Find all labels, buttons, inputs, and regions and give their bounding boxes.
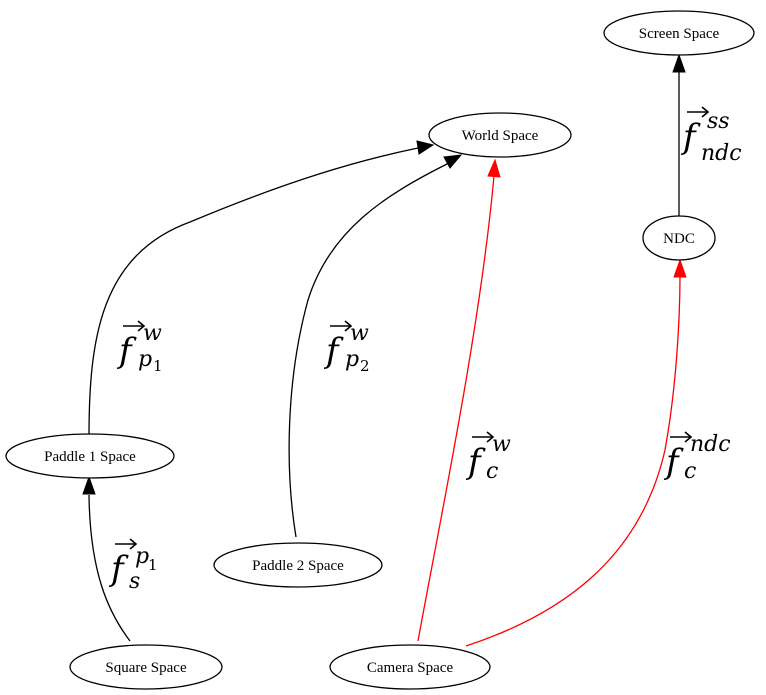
node-square-space-label: Square Space xyxy=(105,660,187,676)
label-base: f xyxy=(323,331,344,371)
label-sup-sub: 1 xyxy=(148,556,158,574)
label-sub: p xyxy=(345,347,359,372)
label-sub: s xyxy=(129,569,140,594)
node-square-space: Square Space xyxy=(69,644,223,690)
edge-paddle1-to-world xyxy=(88,147,419,438)
edge-label-paddle2-to-world: f w p 2 xyxy=(323,320,370,375)
label-base: f xyxy=(108,549,129,589)
node-world-space-label: World Space xyxy=(462,128,539,144)
label-sub-sub: 1 xyxy=(153,357,163,375)
edge-ndc-to-screen-arrowhead xyxy=(672,53,686,73)
label-sup: ss xyxy=(707,109,730,134)
label-sub: p xyxy=(138,347,152,372)
edge-camera-to-ndc-arrowhead xyxy=(673,258,687,278)
node-camera-space: Camera Space xyxy=(329,644,491,690)
edge-label-ndc-to-screen: f ss ndc xyxy=(680,106,742,166)
edge-label-paddle1-to-world: f w p 1 xyxy=(116,320,163,375)
node-paddle2-space-label: Paddle 2 Space xyxy=(252,558,344,574)
label-sub: c xyxy=(684,459,696,484)
label-sub-sub: 2 xyxy=(360,357,370,375)
label-sub: c xyxy=(486,459,498,484)
label-base: f xyxy=(116,331,137,371)
node-world-space: World Space xyxy=(428,112,572,158)
node-paddle2-space: Paddle 2 Space xyxy=(213,542,383,588)
label-sup: w xyxy=(350,321,369,346)
label-sub: ndc xyxy=(701,141,742,166)
node-screen-space: Screen Space xyxy=(603,10,755,56)
node-paddle1-space: Paddle 1 Space xyxy=(5,433,175,479)
edge-square-to-paddle1-arrowhead xyxy=(82,475,96,495)
node-paddle1-space-label: Paddle 1 Space xyxy=(44,449,136,465)
node-screen-space-label: Screen Space xyxy=(639,26,720,42)
node-ndc-label: NDC xyxy=(663,231,695,247)
label-sup: p xyxy=(135,544,149,569)
edge-label-square-to-paddle1: f p 1 s xyxy=(108,538,158,594)
node-camera-space-label: Camera Space xyxy=(367,660,454,676)
edge-camera-to-world xyxy=(417,175,495,642)
label-base: f xyxy=(663,442,684,482)
edge-paddle2-to-world-arrowhead xyxy=(443,154,463,169)
label-sup: w xyxy=(492,432,511,457)
edge-label-camera-to-world: f w c xyxy=(465,431,511,484)
edge-square-to-paddle1 xyxy=(88,494,131,642)
label-sup: ndc xyxy=(690,432,731,457)
edge-camera-to-world-arrowhead xyxy=(487,158,501,178)
label-base: f xyxy=(680,117,701,157)
label-sup: w xyxy=(143,321,162,346)
edge-label-camera-to-ndc: f ndc c xyxy=(663,431,731,484)
edge-paddle1-to-world-arrowhead xyxy=(416,140,435,155)
edge-paddle2-to-world xyxy=(288,162,450,538)
label-base: f xyxy=(465,442,486,482)
node-ndc: NDC xyxy=(642,215,716,261)
edge-camera-to-ndc xyxy=(465,275,681,647)
